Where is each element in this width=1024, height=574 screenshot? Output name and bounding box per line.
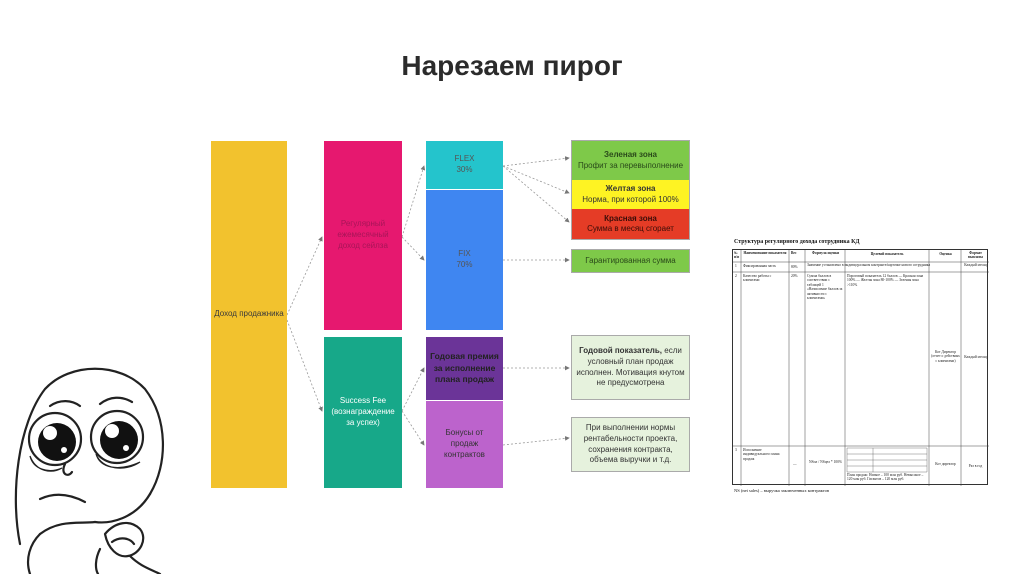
doc-r3-payout: Раз в год xyxy=(968,464,983,468)
document-table-grid xyxy=(733,250,989,486)
yellow-zone: Желтая зона Норма, при которой 100% xyxy=(572,180,689,209)
yellow-zone-text: Норма, при которой 100% xyxy=(582,194,679,204)
doc-r3-rating: Кот директор xyxy=(935,462,956,466)
doc-r1-formula: Значение установлено в индивидуальном ко… xyxy=(807,263,931,267)
red-zone: Красная зона Сумма в месяц сгорает xyxy=(572,209,689,239)
doc-r1-name: Фиксированная часть xyxy=(743,264,776,268)
revenue-label: Доход продажника xyxy=(214,309,284,319)
contract-bonus-label: Бонусы от продаж контрактов xyxy=(444,428,485,459)
doc-r2-target: Пороговый показатель 12 баллов — Красная… xyxy=(847,274,924,287)
red-zone-text: Сумма в месяц сгорает xyxy=(587,224,674,233)
arrow-success-bonus xyxy=(401,367,425,412)
green-zone-title: Зеленая зона xyxy=(603,150,657,160)
yellow-zone-title: Желтая зона xyxy=(605,184,656,194)
arrow-revenue-monthly xyxy=(286,236,323,316)
arrow-flex-yellow xyxy=(502,165,570,194)
arrow-monthly-flex xyxy=(401,165,426,238)
annual-note-bold: Годовой показатель, xyxy=(579,345,663,355)
success-fee-box: Success Fee (вознаграждение за успех) xyxy=(324,337,402,488)
annual-bonus-label: Годовая премия за исполнение плана прода… xyxy=(430,351,499,385)
arrow-revenue-success xyxy=(286,319,323,412)
page-title: Нарезаем пирог xyxy=(401,50,623,81)
fix-label: FIX xyxy=(458,249,471,259)
red-zone-title: Красная зона xyxy=(604,213,657,223)
green-zone: Зеленая зона Профит за перевыполнение xyxy=(572,141,689,180)
doc-header-name: Наименование показателя xyxy=(743,251,787,255)
arrow-flex-red xyxy=(502,165,570,223)
green-zone-text: Профит за перевыполнение xyxy=(577,160,684,170)
zones-group: Зеленая зона Профит за перевыполнение Же… xyxy=(571,140,690,240)
doc-r1-weight: 80% xyxy=(791,265,798,269)
doc-r3-num: 3 xyxy=(735,448,737,452)
monthly-income-label: Регулярный ежемесячный доход сейлза xyxy=(337,219,389,250)
doc-r2-rating: Кот Директор (отчет о действиях с клиент… xyxy=(931,350,960,363)
doc-r2-weight: 20% xyxy=(791,274,798,278)
doc-header-payout: Формат выплаты xyxy=(967,251,984,260)
document-table: № п/п Наименование показателя Вес Формул… xyxy=(732,249,989,486)
success-fee-label: Success Fee (вознаграждение за успех) xyxy=(331,396,395,427)
contract-bonus-box: Бонусы от продаж контрактов xyxy=(426,401,503,488)
doc-r3-weight: — xyxy=(793,462,797,466)
flex-label: FLEX xyxy=(454,154,475,164)
doc-header-formula: Формула оценки xyxy=(811,251,840,255)
document-footer: NS (net sales) – выручка заключенных кон… xyxy=(734,488,830,493)
doc-header-num: № п/п xyxy=(734,251,740,260)
doc-r3-name: Исполнение индивидуального плана продаж xyxy=(743,448,780,461)
annual-bonus-box: Годовая премия за исполнение плана прода… xyxy=(426,337,503,400)
arrow-success-contract xyxy=(401,410,425,446)
doc-r2-name: Качество работы с клиентами xyxy=(743,274,772,283)
revenue-box: Доход продажника xyxy=(211,141,287,488)
doc-r1-num: 1 xyxy=(735,264,737,268)
document-title: Структура регулярного дохода сотрудника … xyxy=(734,239,860,245)
arrow-flex-green xyxy=(502,156,570,167)
doc-r3-target: План продаж: Низкое – 100 млн руб. Невыс… xyxy=(847,473,924,482)
annual-indicator-note: Годовой показатель, если условный план п… xyxy=(571,335,690,400)
income-structure-document: Структура регулярного дохода сотрудника … xyxy=(732,239,990,497)
guaranteed-sum-note: Гарантированная сумма xyxy=(571,249,690,273)
arrow-contract-note xyxy=(502,436,570,446)
pleading-face-illustration xyxy=(14,367,165,574)
doc-r3-formula: NSпл / NSцел * 100% xyxy=(809,460,842,464)
doc-r2-payout: Каждый месяц xyxy=(964,355,987,359)
doc-r1-payout: Каждый месяц xyxy=(964,263,987,267)
doc-r2-formula: Сумма баллов в соответствии с таблицей 1… xyxy=(807,274,843,301)
flex-box: FLEX 30% xyxy=(426,141,503,189)
doc-header-target: Целевой показатель xyxy=(870,252,904,256)
contract-bonus-note: При выполнении нормы рентабельности прое… xyxy=(571,417,690,472)
doc-r2-num: 2 xyxy=(735,274,737,278)
fix-percent: 70% xyxy=(456,260,473,269)
guaranteed-sum-label: Гарантированная сумма xyxy=(585,255,676,265)
flex-percent: 30% xyxy=(456,165,473,174)
annual-note-text: если условный план продаж исполнен. Моти… xyxy=(576,345,685,388)
arrow-monthly-fix xyxy=(401,236,425,261)
fix-box: FIX 70% xyxy=(426,190,503,330)
doc-header-weight: Вес xyxy=(791,251,797,255)
doc-header-rating: Оценка xyxy=(939,252,952,256)
contract-bonus-note-text: При выполнении нормы рентабельности прое… xyxy=(583,422,678,465)
monthly-income-box: Регулярный ежемесячный доход сейлза xyxy=(324,141,402,330)
